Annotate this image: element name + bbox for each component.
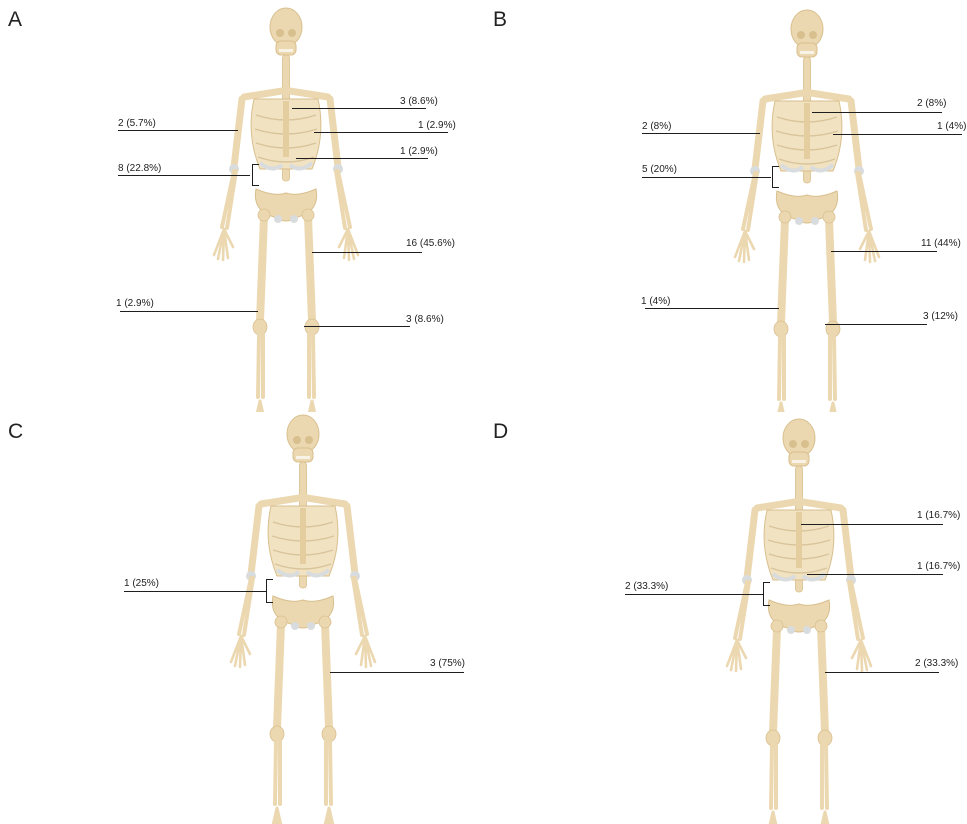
label-pelvis: 1 (25%) — [124, 578, 159, 590]
label-femur: 11 (44%) — [921, 238, 961, 250]
label-fibula: 1 (2.9%) — [116, 298, 154, 310]
leader-line — [120, 311, 258, 312]
panel-d: D 1 (16.7%) 1 (16.7%) 2 (33.3%) 2 (33.3%… — [485, 412, 965, 824]
pelvis-bracket — [252, 164, 259, 186]
skeleton-figure — [0, 0, 480, 412]
skeleton-figure — [0, 412, 480, 824]
leader-line — [833, 134, 962, 135]
label-femur: 3 (75%) — [430, 658, 465, 670]
leader-line — [314, 132, 448, 133]
label-sternum: 3 (8.6%) — [400, 96, 438, 108]
leader-line — [292, 108, 426, 109]
pelvis-bracket — [772, 166, 779, 188]
label-ribs: 1 (4%) — [937, 121, 966, 133]
leader-line — [645, 308, 779, 309]
label-humerus: 2 (8%) — [642, 121, 671, 133]
leader-line — [312, 252, 422, 253]
leader-line — [625, 594, 763, 595]
label-pelvis: 5 (20%) — [642, 164, 677, 176]
pelvis-bracket — [266, 579, 273, 603]
label-spine: 1 (2.9%) — [400, 146, 438, 158]
label-pelvis: 8 (22.8%) — [118, 163, 161, 175]
label-femur: 2 (33.3%) — [915, 658, 958, 670]
leader-line — [825, 672, 939, 673]
leader-line — [296, 158, 428, 159]
leader-line — [642, 177, 771, 178]
leader-line — [807, 574, 943, 575]
label-spine: 1 (16.7%) — [917, 561, 960, 573]
label-tibia: 3 (12%) — [923, 311, 958, 323]
panel-a: A 3 (8.6%) 2 (5.7%) 1 (2.9%) 1 (2.9%) 8 … — [0, 0, 480, 412]
leader-line — [642, 133, 760, 134]
panel-b: B 2 (8%) 2 (8%) 1 (4%) 5 (20%) 11 (44%) … — [485, 0, 965, 412]
leader-line — [812, 112, 942, 113]
label-tibia: 3 (8.6%) — [406, 314, 444, 326]
leader-line — [118, 130, 238, 131]
label-ribs: 1 (2.9%) — [418, 120, 456, 132]
leader-line — [831, 251, 937, 252]
leader-line — [304, 326, 410, 327]
skeleton-figure — [485, 0, 965, 412]
leader-line — [118, 175, 250, 176]
label-pelvis: 2 (33.3%) — [625, 581, 668, 593]
label-fibula: 1 (4%) — [641, 296, 670, 308]
label-humerus: 2 (5.7%) — [118, 118, 156, 130]
leader-line — [124, 591, 266, 592]
leader-line — [330, 672, 464, 673]
label-sternum: 1 (16.7%) — [917, 510, 960, 522]
leader-line — [801, 524, 943, 525]
pelvis-bracket — [763, 582, 770, 606]
skeleton-figure — [485, 412, 965, 824]
label-femur: 16 (45.6%) — [406, 238, 455, 250]
panel-c: C 1 (25%) 3 (75%) — [0, 412, 480, 824]
label-sternum: 2 (8%) — [917, 98, 946, 110]
leader-line — [825, 324, 927, 325]
